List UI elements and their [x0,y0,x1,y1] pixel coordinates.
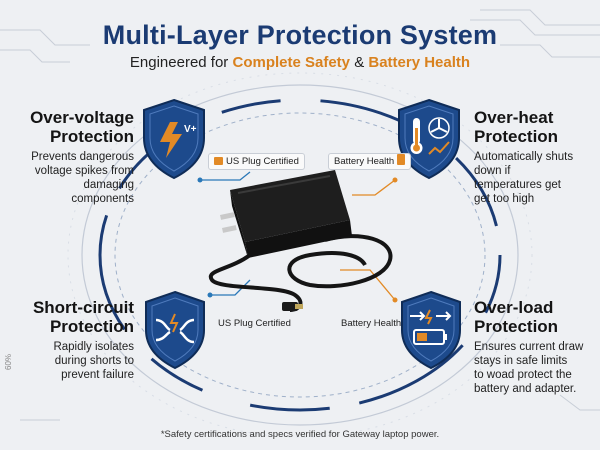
protection-rings [67,72,533,438]
over-load-shield [401,290,461,370]
over-voltage-shield: V+ [143,98,205,180]
page-title: Multi-Layer Protection System [102,20,498,50]
plug-icon [214,157,223,165]
over-heat-block: Over-heat Protection Automatically shuts… [474,108,596,206]
voltage-plus-label: V+ [184,124,197,135]
footer-note: *Safety certifications and specs verifie… [160,429,440,440]
over-heat-shield [398,98,460,180]
subtitle-mid: & [350,54,369,71]
page-subtitle: Engineered for Complete Safety & Battery… [0,54,600,71]
subtitle-prefix: Engineered for [129,54,233,71]
over-heat-description: Automatically shuts down if temperatures… [474,151,574,205]
thermometer-icon [410,118,423,154]
over-voltage-description: Prevents dangerous voltage spikes from d… [31,151,134,205]
circuit-traces [0,9,600,421]
fan-icon [428,117,450,139]
battery-load-icon [413,329,447,345]
charger-adapter-image [208,170,393,312]
over-voltage-title: Over-voltage Protection [30,108,134,146]
over-load-description: Ensures current draw stays in safe limit… [474,341,584,395]
tag-us-plug-top: US Plug Certified [208,153,305,170]
current-flow-icon [410,309,452,325]
tag-us-plug-bottom: US Plug Certified [218,318,291,329]
trend-up-icon [428,141,450,155]
spark-icon [169,313,179,333]
over-load-title: Over-load Protection [474,298,559,336]
short-circuit-shield [145,290,205,370]
broken-wire-icon [155,318,195,344]
short-circuit-description: Rapidly isolates during shorts to preven… [53,341,134,381]
tag-battery-health-top: Battery Health [328,153,412,170]
over-load-block: Over-load Protection Ensures current dra… [474,298,598,396]
subtitle-highlight-battery: Battery Health [368,54,471,71]
lightning-bolt-icon [160,122,182,158]
short-circuit-title: Short-circuit Protection [32,298,134,336]
side-note: 60% [4,353,13,370]
over-heat-title: Over-heat Protection [474,108,559,146]
battery-icon [397,154,406,165]
tag-battery-health-bottom: Battery Health [341,318,402,329]
subtitle-highlight-safety: Complete Safety [232,54,351,71]
short-circuit-block: Short-circuit Protection Rapidly isolate… [0,298,134,382]
connector-lines [197,171,398,303]
over-voltage-block: Over-voltage Protection Prevents dangero… [4,108,134,206]
